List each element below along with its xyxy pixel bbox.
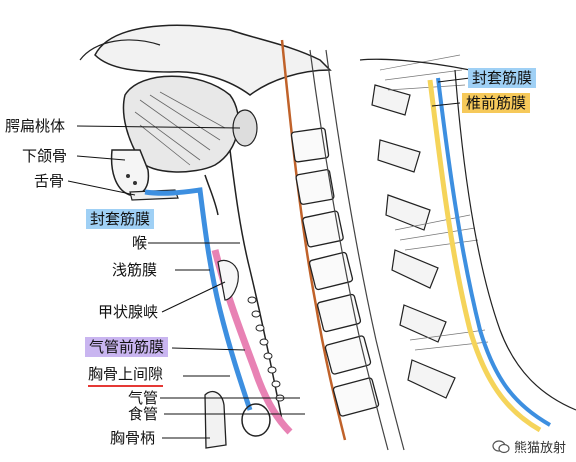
label-suprasternal-space: 胸骨上间隙 bbox=[88, 364, 164, 387]
label-trachea: 气管 bbox=[128, 389, 159, 407]
vertebral-orange-line bbox=[280, 39, 347, 441]
label-mandible: 下颌骨 bbox=[22, 147, 68, 165]
thyroid-isthmus-shape bbox=[217, 259, 239, 301]
investing-fascia-anterior bbox=[144, 187, 253, 411]
label-palatine-tonsil: 腭扁桃体 bbox=[5, 117, 66, 135]
nasal-cavity bbox=[79, 39, 161, 61]
tongue-fibers bbox=[134, 91, 226, 166]
label-hyoid: 舌骨 bbox=[34, 172, 65, 190]
watermark: 熊猫放射 bbox=[492, 437, 566, 456]
investing-fascia-posterior bbox=[436, 77, 551, 427]
label-superficial-fascia: 浅筋膜 bbox=[112, 261, 158, 279]
label-investing-fascia-left: 封套筋膜 bbox=[86, 209, 155, 229]
spinous-processes bbox=[371, 84, 456, 399]
clavicle-ring bbox=[241, 403, 271, 437]
posterior-skin bbox=[359, 58, 471, 71]
mandible-dot bbox=[126, 174, 130, 178]
leader-lines bbox=[67, 77, 471, 439]
tongue bbox=[122, 75, 240, 173]
vertebral-bodies bbox=[290, 127, 380, 417]
mandible-dot bbox=[133, 181, 137, 185]
spinal-cord bbox=[309, 49, 389, 451]
trachea-rings bbox=[247, 296, 285, 402]
label-thyroid-isthmus: 甲状腺峡 bbox=[98, 303, 159, 321]
epiglottis bbox=[204, 174, 219, 216]
spinal-cord bbox=[325, 49, 405, 451]
label-esophagus: 食管 bbox=[128, 405, 159, 423]
prevertebral-fascia bbox=[427, 79, 542, 433]
label-pretracheal-fascia: 气管前筋膜 bbox=[85, 337, 169, 357]
watermark-text: 熊猫放射 bbox=[513, 441, 566, 456]
label-investing-fascia-right: 封套筋膜 bbox=[468, 68, 537, 88]
manubrium-shape bbox=[204, 391, 227, 449]
label-manubrium: 胸骨柄 bbox=[110, 429, 156, 447]
posterior-neck-outline bbox=[454, 69, 576, 411]
label-prevertebral-fascia: 椎前筋膜 bbox=[462, 93, 531, 113]
mandible-shape bbox=[110, 149, 150, 196]
wechat-icon bbox=[492, 439, 510, 453]
label-throat: 喉 bbox=[132, 234, 148, 252]
